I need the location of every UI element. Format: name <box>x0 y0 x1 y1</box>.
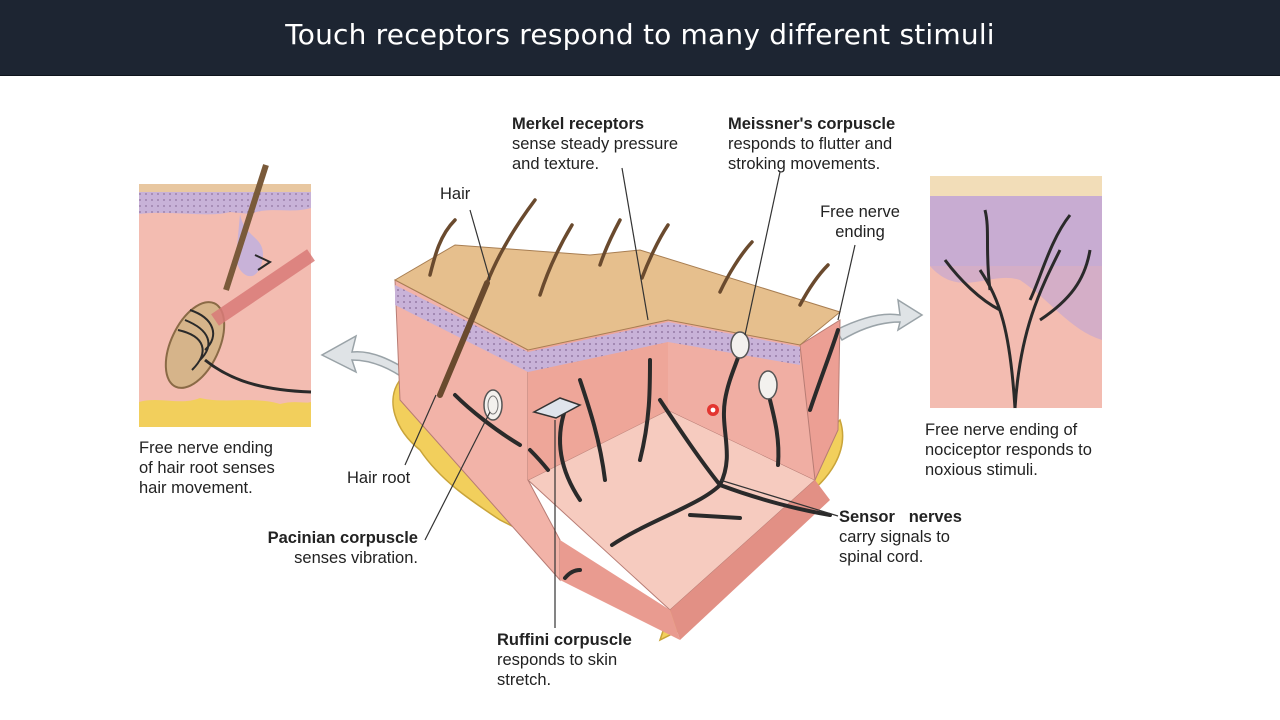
sensory-nerve-fibers <box>453 328 840 580</box>
hair-root-ending-label: Free nerve ending of hair root senses ha… <box>139 439 275 497</box>
left-inset-arrow <box>320 334 422 388</box>
hair-root-label: Hair root <box>347 469 411 487</box>
sensor-nerves-desc: carry signals to spinal cord. <box>839 528 950 566</box>
sensor-nerves-name: Sensor nerves <box>839 508 962 526</box>
skin-corpuscle <box>758 370 778 400</box>
hair-root-inset <box>139 164 315 427</box>
pacinian-corpuscle-label: Pacinian corpuscle senses vibration. <box>240 528 418 568</box>
ruffini-corpuscle-shape <box>531 397 582 419</box>
pacinian-corpuscle <box>483 389 503 421</box>
merkel-receptors-desc: sense steady pressure and texture. <box>512 135 679 173</box>
meissner-corpuscle-name: Meissner's corpuscle <box>728 115 896 133</box>
pacinian-corpuscle-desc: senses vibration. <box>294 549 418 567</box>
nociceptor-inset <box>930 176 1102 409</box>
hair-shafts <box>428 198 830 398</box>
meissner-corpuscle-label: Meissner's corpuscle responds to flutter… <box>728 114 895 174</box>
meissner-corpuscle-desc: responds to flutter and stroking movemen… <box>728 135 893 173</box>
skin-block <box>392 244 844 642</box>
ruffini-corpuscle-desc: responds to skin stretch. <box>497 651 618 689</box>
ruffini-corpuscle-name: Ruffini corpuscle <box>497 631 632 649</box>
ruffini-corpuscle-label: Ruffini corpuscle responds to skin stret… <box>497 630 632 690</box>
nociceptor-label: Free nerve ending of nociceptor responds… <box>925 421 1092 479</box>
merkel-receptors-name: Merkel receptors <box>512 115 645 133</box>
hair-label: Hair <box>440 185 471 203</box>
free-nerve-ending-label: Free nerve ending <box>820 203 900 241</box>
right-inset-arrow <box>834 298 924 342</box>
slide-title: Touch receptors respond to many differen… <box>285 18 995 51</box>
merkel-receptors-label: Merkel receptors sense steady pressure a… <box>512 114 678 174</box>
leader-lines <box>404 167 856 628</box>
slide-title-bar: Touch receptors respond to many differen… <box>0 0 1280 76</box>
meissner-corpuscle <box>730 331 750 359</box>
sensor-nerves-label: Sensor nerves carry signals to spinal co… <box>839 507 962 567</box>
pacinian-corpuscle-name: Pacinian corpuscle <box>267 529 418 547</box>
